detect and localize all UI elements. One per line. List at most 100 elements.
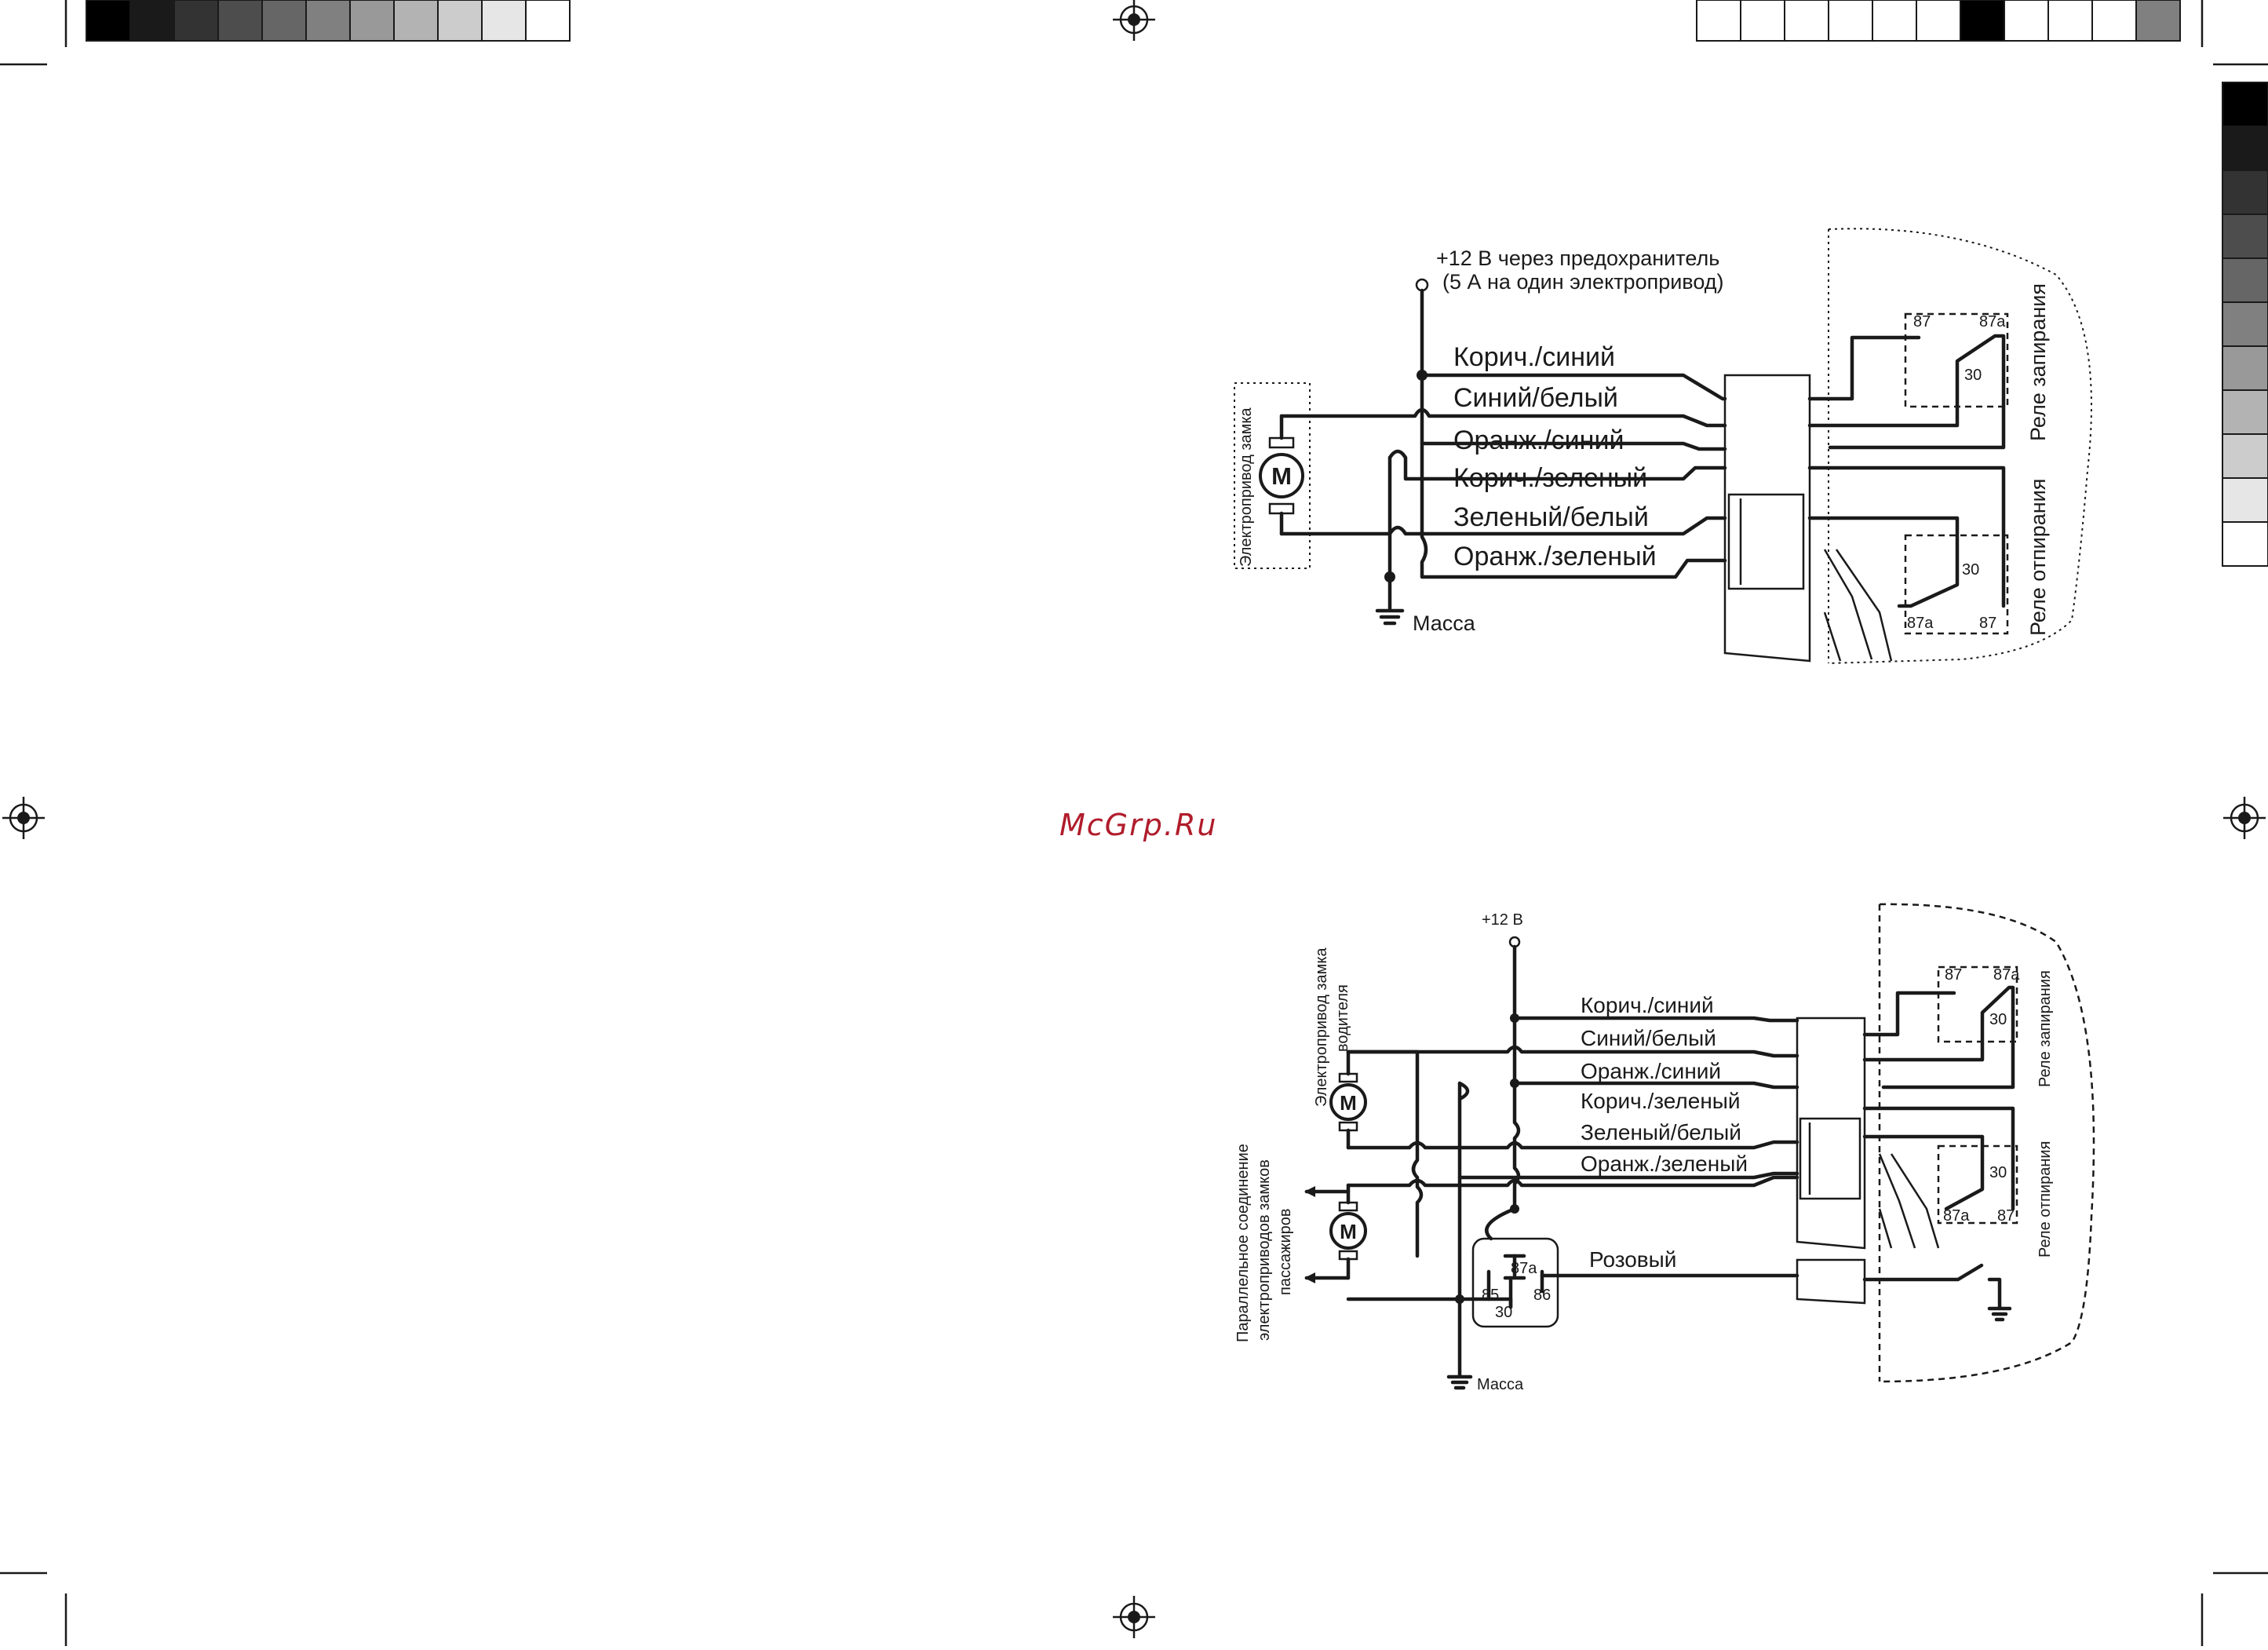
lock-relay-box-2 [1937,966,2018,1043]
unlock2-pin-87: 87 [1997,1207,2015,1225]
gray-swatch [2222,301,2268,347]
wiring-diagram-2: +12 В Электропривод замка водителя Парал… [1234,903,2095,1393]
gray-swatch [2222,126,2268,171]
gray-swatch [525,0,571,42]
wiring-diagram-1: +12 В через предохранитель (5 А на один … [1234,228,2092,664]
registration-mark-bottom [1113,1596,1155,1638]
gray-swatch [481,0,527,42]
gray-swatch [1916,0,1961,42]
relay-unlock-label: Реле отпирания [2026,479,2050,636]
aux-pin-86: 86 [1533,1287,1551,1304]
lock-pin-30: 30 [1964,367,1982,384]
gray-swatch [1872,0,1917,42]
power-label-line1: +12 В через предохранитель [1436,246,1719,270]
lock-pin-87: 87 [1913,313,1931,330]
ground-label-2: Масса [1477,1376,1524,1393]
gray-swatch [437,0,483,42]
wire-label-5: Зеленый/белый [1453,502,1649,532]
passenger-label-1: Параллельное соединение [1234,1144,1252,1342]
passenger-motor-letter: M [1340,1220,1357,1243]
driver-motor-label-2: водителя [1334,984,1351,1052]
gray-swatch [86,0,131,42]
gray-swatch [2222,82,2268,127]
gray-swatch [2222,389,2268,435]
unlock-pin-30: 30 [1962,561,1979,579]
wire2-label-3: Оранж./синий [1581,1059,1721,1083]
aux-pin-87a: 87a [1511,1260,1537,1277]
gray-swatch [1960,0,2005,42]
gray-swatch [305,0,351,42]
registration-mark-left [2,797,45,839]
passenger-motor-symbol [1329,1212,1367,1250]
gray-swatch [2091,0,2137,42]
wire2-label-1: Корич./синий [1581,993,1714,1017]
power-label: +12 В [1482,911,1523,929]
aux-relay [1471,1237,1559,1328]
module-outline-2 [1879,903,2095,1383]
passenger-label-3: пассажиров [1277,1209,1294,1296]
gray-bar-right [1696,0,2181,42]
driver-motor-letter: M [1340,1091,1357,1115]
gray-swatch [393,0,439,42]
lock2-pin-30: 30 [1989,1011,2007,1028]
gray-swatch [217,0,263,42]
gray-swatch [173,0,219,42]
gray-swatch [2047,0,2093,42]
gray-swatch [1828,0,1873,42]
gray-swatch [2222,257,2268,303]
unlock2-pin-30: 30 [1989,1164,2007,1181]
wire2-label-4: Корич./зеленый [1581,1089,1741,1113]
gray-swatch [129,0,175,42]
gray-swatch [2222,170,2268,215]
gray-swatch [2222,521,2268,567]
wire-label-2: Синий/белый [1453,383,1618,413]
gray-swatch [1784,0,1829,42]
unlock2-pin-87a: 87a [1943,1207,1970,1225]
wire2-label-5: Зеленый/белый [1581,1120,1741,1144]
wire2-label-2: Синий/белый [1581,1026,1716,1050]
relay-lock-label: Реле запирания [2026,283,2050,441]
passenger-label-2: электроприводов замков [1256,1159,1273,1341]
motor-letter: M [1271,462,1292,490]
power-label-line2: (5 А на один электропривод) [1442,270,1724,294]
wire-label-1: Корич./синий [1453,342,1615,372]
gray-swatch [349,0,395,42]
gray-swatch [2222,345,2268,391]
gray-swatch [2135,0,2181,42]
driver-motor-label-1: Электропривод замка [1313,947,1330,1107]
gray-swatch [2004,0,2049,42]
motor-symbol [1259,453,1304,498]
gray-swatch [261,0,307,42]
unlock-relay-box-2 [1937,1144,2018,1225]
wire-label-4: Корич./зеленый [1453,463,1647,493]
lock2-pin-87a: 87a [1993,966,2020,984]
relay-lock-label-2: Реле запирания [2036,970,2054,1087]
wire-label-3: Оранж./синий [1453,425,1624,455]
gray-swatch [2222,477,2268,523]
unlock-pin-87: 87 [1979,615,1996,632]
gray-bar-vertical [2222,82,2268,567]
gray-bar-left [86,0,571,42]
connector-pink [1796,1258,1866,1305]
motor-box-label: Электропривод замка [1238,407,1255,567]
pink-wire-label: Розовый [1589,1247,1676,1272]
connector-block-2 [1796,1017,1866,1250]
gray-swatch [2222,433,2268,479]
lock2-pin-87: 87 [1945,966,1962,984]
gray-swatch [1740,0,1785,42]
watermark-text: McGrp.Ru [1059,808,1217,842]
ground-label: Масса [1413,611,1476,635]
aux-pin-30: 30 [1495,1304,1512,1321]
registration-mark-top [1113,0,1155,41]
relay-unlock-label-2: Реле отпирания [2036,1141,2054,1258]
gray-swatch [2222,214,2268,259]
unlock-pin-87a: 87a [1907,615,1934,632]
motor-box [1234,382,1311,569]
wire2-label-6: Оранж./зеленый [1581,1152,1748,1176]
driver-motor-symbol [1329,1083,1367,1121]
connector-inner [1727,493,1805,590]
gray-swatch [1696,0,1741,42]
